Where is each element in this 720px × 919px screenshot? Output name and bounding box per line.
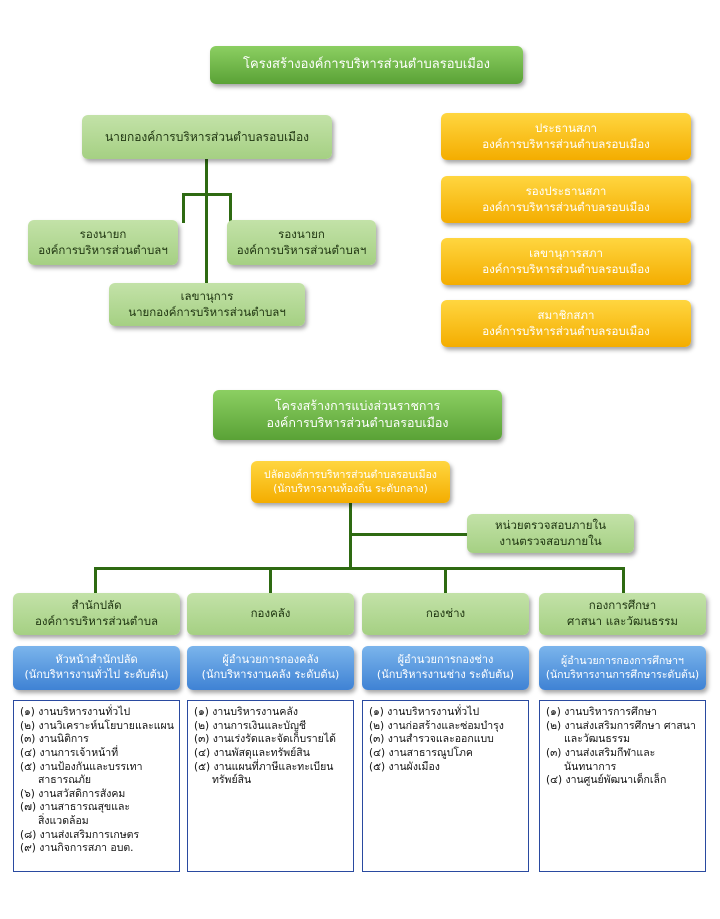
dept-education-box: กองการศึกษา ศาสนา และวัฒนธรรม (539, 593, 706, 635)
task-item: (๕) งานผังเมือง (369, 760, 440, 773)
head-engineering-box: ผู้อำนวยการกองช่าง (นักบริหารงานช่าง ระด… (362, 646, 529, 690)
task-item: (๔) งานการเจ้าหน้าที่ (20, 746, 119, 759)
dept-education-line2: ศาสนา และวัฒนธรรม (566, 614, 679, 628)
dept-office-line2: องค์การบริหารส่วนตำบล (34, 614, 159, 628)
task-item: (๒) งานการเงินและบัญชี (194, 719, 307, 732)
task-item: (๗) งานสาธารณสุขและ (20, 801, 131, 814)
connector-line (351, 533, 468, 536)
task-item: สาธารณภัย (38, 774, 92, 787)
task-item: นันทนาการ (564, 760, 617, 773)
org-structure-title-text: โครงสร้างองค์การบริหารส่วนตำบลรอบเมือง (243, 57, 490, 73)
task-item: (๑) งานบริหารงานทั่วไป (20, 706, 131, 718)
office-task-list: (๑) งานบริหารงานทั่วไป (๒) งานวิเคราะห์น… (13, 700, 180, 872)
task-item: (๔) งานพัสดุและทรัพย์สิน (194, 746, 310, 759)
task-item: สิ่งแวดล้อม (38, 815, 89, 828)
deputy-mayor-right-line1: รองนายก (278, 226, 325, 241)
connector-line (205, 158, 208, 284)
org-structure-title: โครงสร้างองค์การบริหารส่วนตำบลรอบเมือง (210, 46, 523, 84)
council-president-line1: ประธานสภา (534, 120, 598, 135)
task-item: (๓) งานเร่งรัดและจัดเก็บรายได้ (194, 733, 336, 746)
head-education-box: ผู้อำนวยการกองการศึกษาฯ (นักบริหารงานการ… (539, 646, 706, 690)
head-office-line1: หัวหน้าสำนักปลัด (55, 653, 138, 667)
task-item: (๓) งานสำรวจและออกแบบ (369, 733, 494, 746)
council-vice-president-box: รองประธานสภา องค์การบริหารส่วนตำบลรอบเมื… (441, 176, 691, 223)
council-secretary-line2: องค์การบริหารส่วนตำบลรอบเมือง (482, 261, 650, 276)
task-item: (๔) งานสาธารณูปโภค (369, 746, 473, 759)
council-secretary-line1: เลขานุการสภา (529, 245, 603, 260)
council-member-box: สมาชิกสภา องค์การบริหารส่วนตำบลรอบเมือง (441, 300, 691, 347)
chief-administrator-line1: ปลัดองค์การบริหารส่วนตำบลรอบเมือง (264, 468, 437, 481)
task-item: (๘) งานส่งเสริมการเกษตร (20, 828, 140, 841)
council-member-line1: สมาชิกสภา (537, 307, 595, 322)
council-member-line2: องค์การบริหารส่วนตำบลรอบเมือง (482, 323, 650, 338)
task-item: ทรัพย์สิน (212, 774, 252, 787)
task-item: (๑) งานบริหารการศึกษา (546, 706, 657, 718)
connector-line (182, 193, 185, 223)
head-education-line1: ผู้อำนวยการกองการศึกษาฯ (561, 654, 684, 667)
connector-line (444, 567, 447, 593)
task-item: (๓) งานนิติการ (20, 733, 89, 746)
head-finance-line1: ผู้อำนวยการกองคลัง (222, 653, 319, 667)
head-education-line2: (นักบริหารงานการศึกษาระดับต้น) (545, 669, 700, 681)
connector-line (269, 567, 272, 593)
dept-education-line1: กองการศึกษา (588, 598, 657, 613)
head-finance-box: ผู้อำนวยการกองคลัง (นักบริหารงานคลัง ระด… (187, 646, 354, 690)
dept-engineering-box: กองช่าง (362, 593, 529, 635)
connector-line (94, 567, 625, 570)
internal-audit-line1: หน่วยตรวจสอบภายใน (495, 517, 606, 532)
task-item: (๑) งานบริหารงานคลัง (194, 706, 298, 718)
deputy-mayor-left-line2: องค์การบริหารส่วนตำบลฯ (38, 242, 168, 257)
internal-audit-line2: งานตรวจสอบภายใน (499, 533, 602, 548)
dept-finance-line1: กองคลัง (250, 606, 291, 621)
mayor-secretary-line2: นายกองค์การบริหารส่วนตำบลฯ (128, 304, 286, 319)
mayor-box: นายกองค์การบริหารส่วนตำบลรอบเมือง (82, 115, 332, 159)
connector-line (622, 567, 625, 593)
dept-finance-box: กองคลัง (187, 593, 354, 635)
dept-office-box: สำนักปลัด องค์การบริหารส่วนตำบล (13, 593, 180, 635)
head-engineering-line1: ผู้อำนวยการกองช่าง (397, 653, 494, 667)
chief-administrator-line2: (นักบริหารงานท้องถิ่น ระดับกลาง) (273, 483, 428, 495)
connector-line (182, 193, 232, 196)
deputy-mayor-left-line1: รองนายก (79, 226, 127, 241)
task-item: (๔) งานศูนย์พัฒนาเด็กเล็ก (546, 774, 667, 787)
division-title-line2: องค์การบริหารส่วนตำบลรอบเมือง (266, 415, 449, 430)
deputy-mayor-left-box: รองนายก องค์การบริหารส่วนตำบลฯ (28, 220, 178, 265)
mayor-secretary-box: เลขานุการ นายกองค์การบริหารส่วนตำบลฯ (109, 283, 305, 326)
task-item: (๓) งานส่งเสริมกีฬาและ (546, 746, 656, 759)
finance-task-list: (๑) งานบริหารงานคลัง (๒) งานการเงินและบั… (187, 700, 354, 872)
head-office-line2: (นักบริหารงานทั่วไป ระดับต้น) (24, 668, 169, 681)
deputy-mayor-right-line2: องค์การบริหารส่วนตำบลฯ (236, 242, 367, 257)
council-vice-president-line1: รองประธานสภา (525, 183, 607, 198)
task-item: (๒) งานส่งเสริมการศึกษา ศาสนา (546, 719, 696, 732)
dept-engineering-line1: กองช่าง (425, 606, 466, 621)
mayor-secretary-line1: เลขานุการ (180, 288, 234, 303)
task-item: (๑) งานบริหารงานทั่วไป (369, 706, 480, 718)
task-item: (๕) งานแผนที่ภาษีและทะเบียน (194, 760, 334, 773)
engineering-task-list: (๑) งานบริหารงานทั่วไป (๒) งานก่อสร้างแล… (362, 700, 529, 872)
division-title-line1: โครงสร้างการแบ่งส่วนราชการ (274, 398, 441, 414)
task-item: (๙) งานกิจการสภา อบต. (20, 842, 134, 855)
education-task-list: (๑) งานบริหารการศึกษา (๒) งานส่งเสริมการ… (539, 700, 706, 872)
connector-line (229, 193, 232, 223)
dept-office-line1: สำนักปลัด (71, 598, 122, 613)
council-president-line2: องค์การบริหารส่วนตำบลรอบเมือง (482, 136, 650, 151)
division-structure-title: โครงสร้างการแบ่งส่วนราชการ องค์การบริหาร… (213, 390, 502, 440)
chief-administrator-box: ปลัดองค์การบริหารส่วนตำบลรอบเมือง (นักบร… (251, 461, 450, 503)
council-vice-president-line2: องค์การบริหารส่วนตำบลรอบเมือง (482, 199, 650, 214)
task-item: (๒) งานก่อสร้างและซ่อมบำรุง (369, 719, 504, 732)
deputy-mayor-right-box: รองนายก องค์การบริหารส่วนตำบลฯ (227, 220, 376, 265)
task-item: และวัฒนธรรม (564, 733, 631, 746)
council-president-box: ประธานสภา องค์การบริหารส่วนตำบลรอบเมือง (441, 113, 691, 160)
task-item: (๒) งานวิเคราะห์นโยบายและแผน (20, 719, 174, 732)
head-engineering-line2: (นักบริหารงานช่าง ระดับต้น) (376, 668, 515, 681)
head-finance-line2: (นักบริหารงานคลัง ระดับต้น) (201, 668, 340, 681)
internal-audit-box: หน่วยตรวจสอบภายใน งานตรวจสอบภายใน (467, 514, 634, 553)
mayor-title: นายกองค์การบริหารส่วนตำบลรอบเมือง (104, 129, 310, 144)
connector-line (349, 502, 352, 568)
task-item: (๕) งานป้องกันและบรรเทา (20, 760, 143, 773)
task-item: (๖) งานสวัสดิการสังคม (20, 787, 126, 800)
connector-line (94, 567, 97, 593)
head-office-box: หัวหน้าสำนักปลัด (นักบริหารงานทั่วไป ระด… (13, 646, 180, 690)
council-secretary-box: เลขานุการสภา องค์การบริหารส่วนตำบลรอบเมื… (441, 238, 691, 285)
